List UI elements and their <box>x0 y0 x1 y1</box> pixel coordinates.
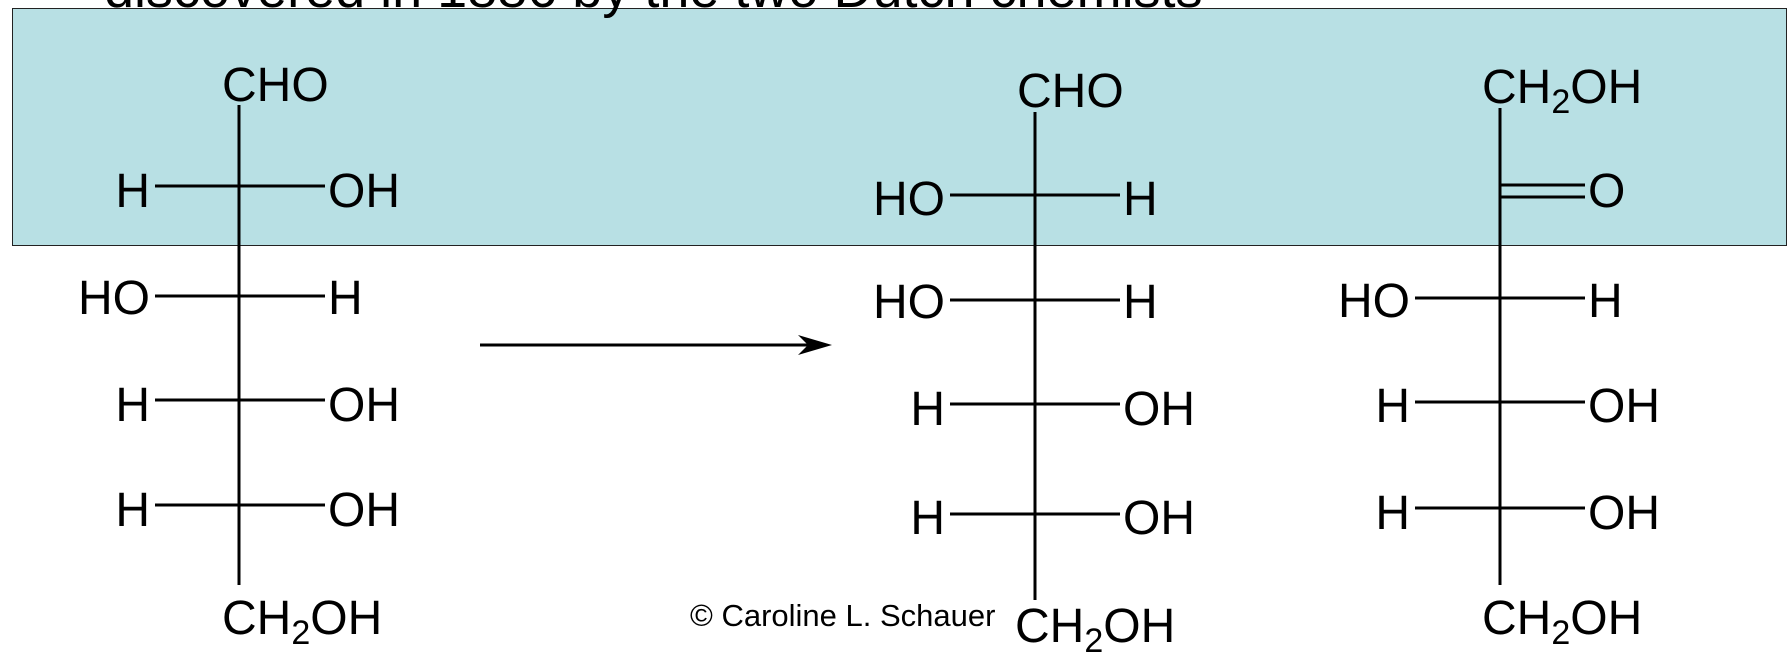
m1-row1-left: H <box>115 165 150 218</box>
m3-carbonyl-oxygen: O <box>1588 165 1626 218</box>
m2-row2-left: HO <box>873 276 945 329</box>
m2-top-label: CHO <box>1017 65 1124 118</box>
m3-top-label: CH2OH <box>1482 61 1643 121</box>
m1-row4-right: OH <box>328 484 400 537</box>
m1-bottom-label: CH2OH <box>222 592 383 652</box>
molecule-2-bonds <box>950 112 1120 600</box>
m3-row1-left: HO <box>1338 275 1410 328</box>
m1-row4-left: H <box>115 484 150 537</box>
m2-row2-right: H <box>1123 276 1158 329</box>
m3-row2-left: H <box>1375 380 1410 433</box>
m3-row1-right: H <box>1588 275 1623 328</box>
m3-row3-left: H <box>1375 487 1410 540</box>
m2-row4-right: OH <box>1123 492 1195 545</box>
m3-bottom-label: CH2OH <box>1482 592 1643 652</box>
m2-row1-right: H <box>1123 173 1158 226</box>
m1-row3-left: H <box>115 379 150 432</box>
m1-row3-right: OH <box>328 379 400 432</box>
reaction-arrow <box>480 335 832 355</box>
m1-top-label: CHO <box>222 59 329 112</box>
molecule-3-bonds <box>1415 108 1585 585</box>
m2-row3-right: OH <box>1123 383 1195 436</box>
m2-row1-left: HO <box>873 173 945 226</box>
m1-row1-right: OH <box>328 165 400 218</box>
highlight-band <box>12 8 1787 246</box>
slide-heading: discovered in 1886 by the two Dutch chem… <box>104 0 1203 16</box>
m3-row2-right: OH <box>1588 380 1660 433</box>
m1-row2-right: H <box>328 272 363 325</box>
m2-bottom-label: CH2OH <box>1015 600 1176 660</box>
m2-row3-left: H <box>910 383 945 436</box>
m3-row3-right: OH <box>1588 487 1660 540</box>
molecule-1-bonds <box>155 105 325 585</box>
copyright-credit: © Caroline L. Schauer <box>690 598 996 633</box>
m2-row4-left: H <box>910 492 945 545</box>
m1-row2-left: HO <box>78 272 150 325</box>
